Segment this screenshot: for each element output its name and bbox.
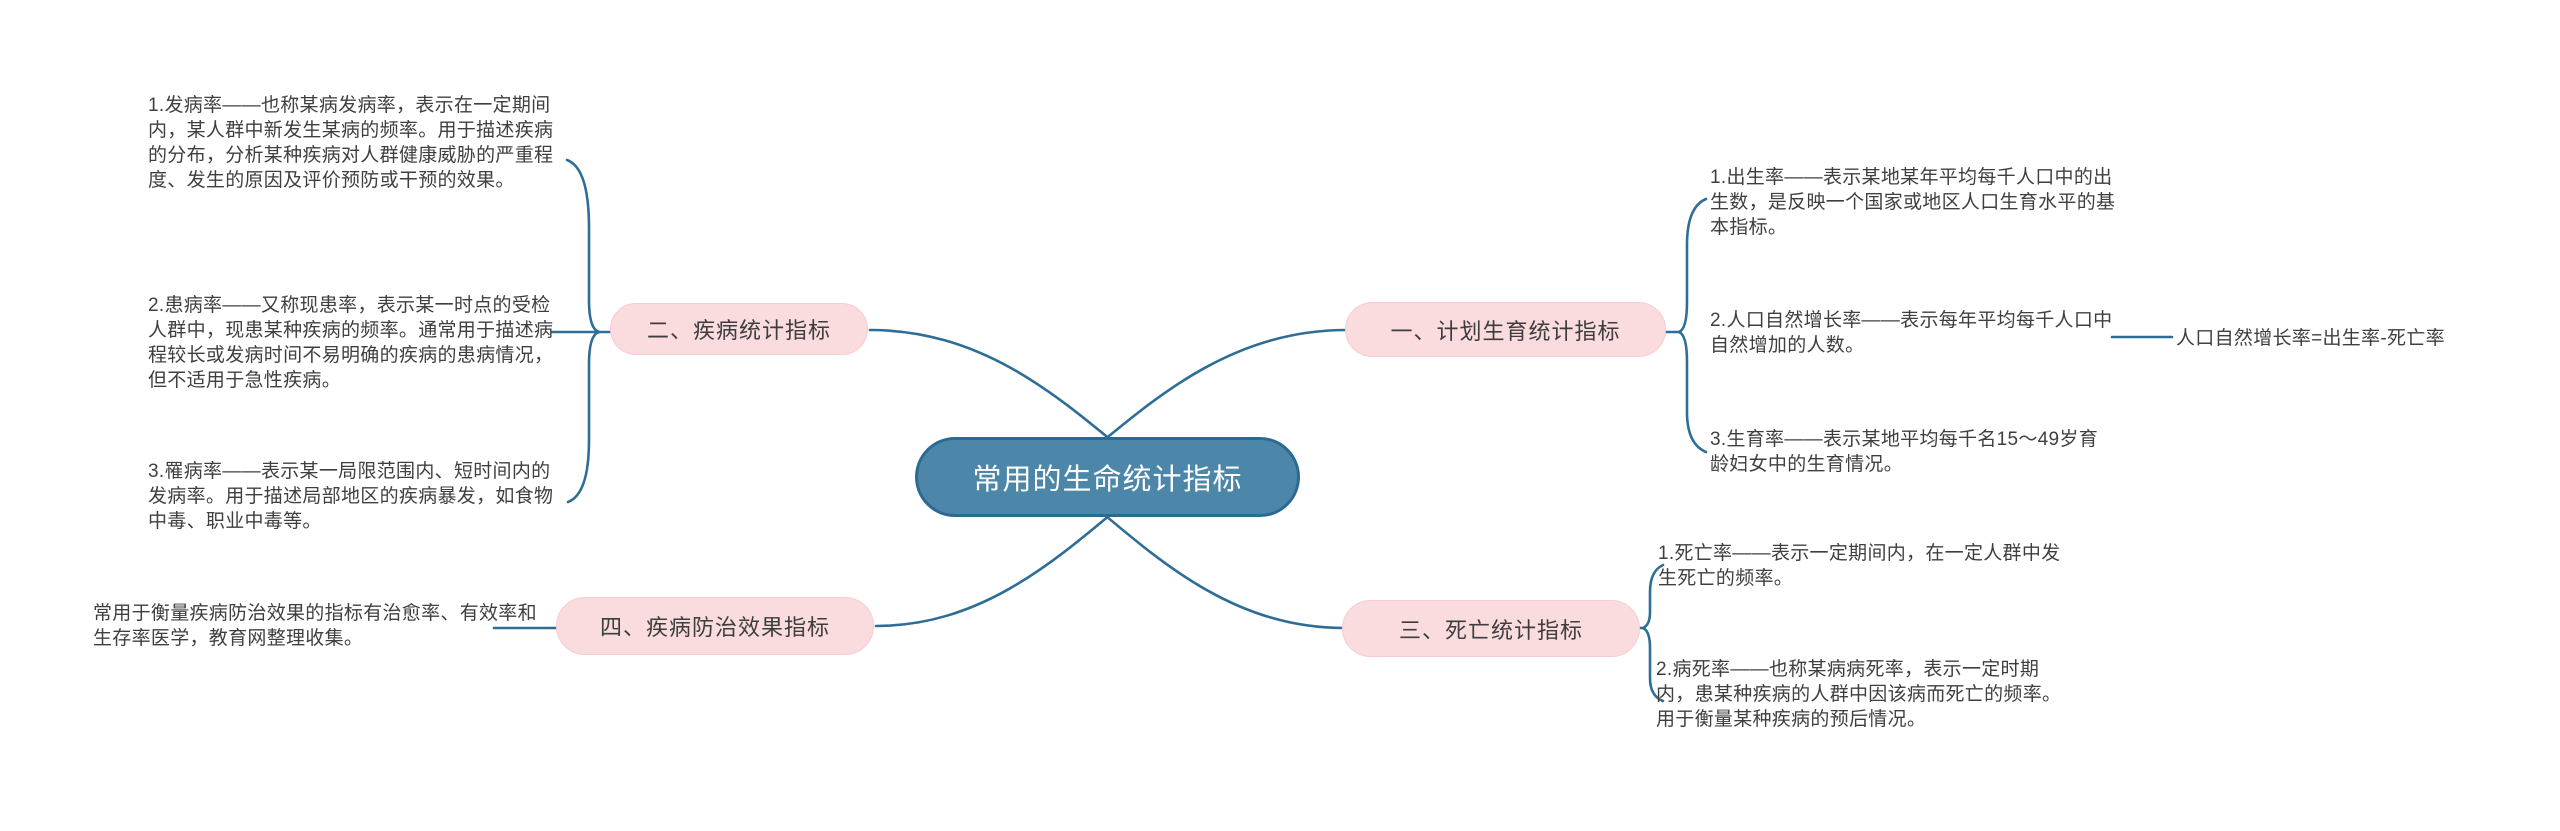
note-case-fatality-rate[interactable]: 2.病死率——也称某病病死率，表示一定时期内，患某种疾病的人群中因该病而死亡的频… (1656, 659, 2062, 730)
topic-disease[interactable]: 二、疾病统计指标 (610, 303, 868, 355)
topic-prevention[interactable]: 四、疾病防治效果指标 (556, 597, 874, 655)
note-growth-formula[interactable]: 人口自然增长率=出生率-死亡率 (2176, 328, 2445, 349)
note-prevention-summary[interactable]: 常用于衡量疾病防治效果的指标有治愈率、有效率和生存率医学，教育网整理收集。 (93, 603, 537, 649)
topic-death[interactable]: 三、死亡统计指标 (1342, 600, 1640, 657)
note-natural-growth-rate[interactable]: 2.人口自然增长率——表示每年平均每千人口中自然增加的人数。 (1710, 310, 2113, 356)
central-topic[interactable]: 常用的生命统计指标 (915, 437, 1300, 517)
note-mortality-rate[interactable]: 1.死亡率——表示一定期间内，在一定人群中发生死亡的频率。 (1658, 543, 2061, 589)
note-fertility-rate[interactable]: 3.生育率——表示某地平均每千名15～49岁育龄妇女中的生育情况。 (1710, 429, 2099, 475)
family-brace (1675, 197, 1708, 454)
note-attack-rate[interactable]: 3.罹病率——表示某一局限范围内、短时间内的发病率。用于描述局部地区的疾病暴发，… (148, 461, 554, 532)
note-incidence-rate[interactable]: 1.发病率——也称某病发病率，表示在一定期间内，某人群中新发生某病的频率。用于描… (148, 95, 554, 191)
topic-family-planning[interactable]: 一、计划生育统计指标 (1345, 302, 1666, 357)
note-prevalence-rate[interactable]: 2.患病率——又称现患率，表示某一时点的受检人群中，现患某种疾病的频率。通常用于… (148, 295, 554, 391)
note-birth-rate[interactable]: 1.出生率——表示某地某年平均每千人口中的出生数，是反映一个国家或地区人口生育水… (1710, 167, 2116, 238)
